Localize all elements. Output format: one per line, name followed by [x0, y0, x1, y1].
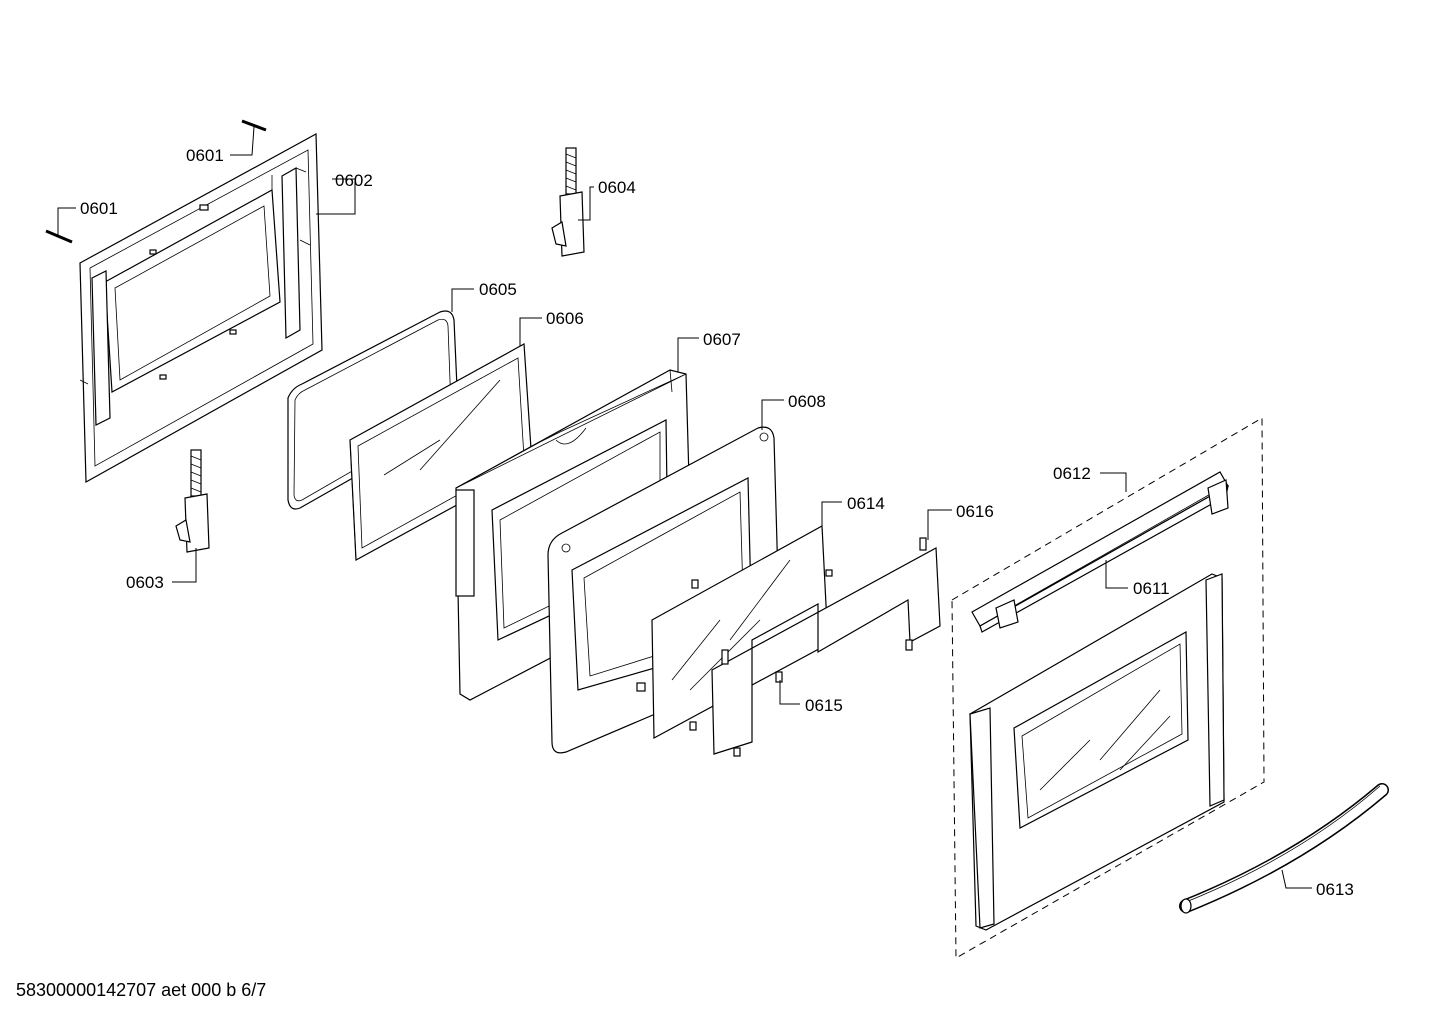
- callout-0602[interactable]: 0602: [335, 171, 373, 190]
- callout-0601-left[interactable]: 0601: [80, 199, 118, 218]
- callout-0613[interactable]: 0613: [1316, 880, 1354, 899]
- callout-0615[interactable]: 0615: [805, 696, 843, 715]
- part-0615-clip[interactable]: [775, 671, 783, 683]
- part-0603-hinge[interactable]: [175, 449, 210, 553]
- part-0616-heat-shield[interactable]: [711, 537, 941, 757]
- callout-0612[interactable]: 0612: [1053, 464, 1091, 483]
- callout-0605[interactable]: 0605: [479, 280, 517, 299]
- callouts: 0601 0601 0602 0604 0603 0605 0606 0607 …: [80, 146, 1354, 899]
- part-0601-pin-top[interactable]: [241, 119, 267, 132]
- part-0612-top-rail[interactable]: [971, 471, 1229, 633]
- callout-0616[interactable]: 0616: [956, 502, 994, 521]
- callout-0614[interactable]: 0614: [847, 494, 885, 513]
- callout-0608[interactable]: 0608: [788, 392, 826, 411]
- part-0604-hinge[interactable]: [551, 147, 585, 257]
- part-0613-door-handle[interactable]: [1179, 783, 1389, 914]
- callout-0603[interactable]: 0603: [126, 573, 164, 592]
- leader-lines: [57, 126, 1312, 889]
- callout-0607[interactable]: 0607: [703, 330, 741, 349]
- assembly-outline: [951, 417, 1265, 959]
- callout-0606[interactable]: 0606: [546, 309, 584, 328]
- part-outer-door[interactable]: [969, 573, 1225, 931]
- callout-0604[interactable]: 0604: [598, 178, 636, 197]
- part-0601-pin-left[interactable]: [45, 229, 73, 244]
- callout-0611[interactable]: 0611: [1133, 579, 1170, 598]
- callout-0601-top[interactable]: 0601: [186, 146, 224, 165]
- document-id: 58300000142707 aet 000 b 6/7: [16, 980, 267, 1000]
- part-0602-inner-door-frame[interactable]: [79, 133, 323, 484]
